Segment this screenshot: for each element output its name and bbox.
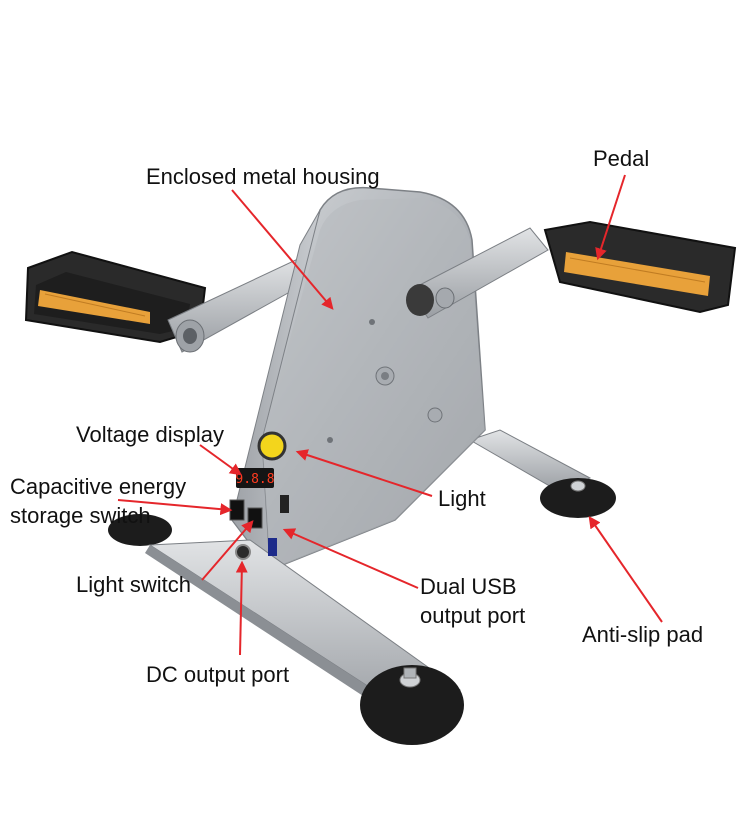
voltage-display <box>236 468 274 488</box>
usb-port-bottom <box>268 538 277 556</box>
label-dc-port: DC output port <box>146 662 290 687</box>
label-capacitive-switch-line1: Capacitive energy <box>10 474 187 499</box>
capacitive-switch <box>229 499 245 521</box>
arrow-pedal <box>595 174 626 261</box>
arrow-light <box>295 449 433 497</box>
anti-slip-pad-front <box>360 665 464 745</box>
label-anti-slip-pad: Anti-slip pad <box>582 622 704 647</box>
rear-right-leg <box>468 429 616 518</box>
arrow-usb <box>282 528 419 589</box>
dc-port <box>235 544 251 560</box>
right-pedal <box>543 220 737 314</box>
front-leg <box>145 539 464 745</box>
arrow-capacitive-switch <box>117 499 233 516</box>
label-pedal: Pedal <box>593 146 650 171</box>
control-panel: 9.8.8 <box>229 431 289 560</box>
arrow-anti-slip-pad <box>588 516 663 623</box>
label-usb-line2: output port <box>420 603 526 628</box>
label-capacitive-switch-line2: storage switch <box>10 503 151 528</box>
label-usb-line1: Dual USB <box>420 574 517 599</box>
anti-slip-pad-rear-right <box>540 478 616 518</box>
label-voltage-display: Voltage display <box>76 422 224 447</box>
rear-left-leg <box>108 514 172 546</box>
arrow-housing <box>231 189 334 310</box>
right-crank-arm <box>406 227 549 319</box>
label-light: Light <box>438 486 486 511</box>
anti-slip-pad-rear-left <box>108 514 172 546</box>
left-pedal <box>24 250 207 344</box>
usb-port-top <box>280 495 289 513</box>
label-housing: Enclosed metal housing <box>146 164 380 189</box>
arrow-dc-port <box>235 560 248 656</box>
arrow-light-switch <box>201 520 254 581</box>
arrow-voltage-display <box>199 444 242 476</box>
metal-housing <box>231 186 486 572</box>
voltage-display-reading: 9.8.8 <box>235 472 274 487</box>
label-light-switch: Light switch <box>76 572 191 597</box>
light-lens <box>257 431 287 461</box>
callout-arrows <box>117 174 663 656</box>
